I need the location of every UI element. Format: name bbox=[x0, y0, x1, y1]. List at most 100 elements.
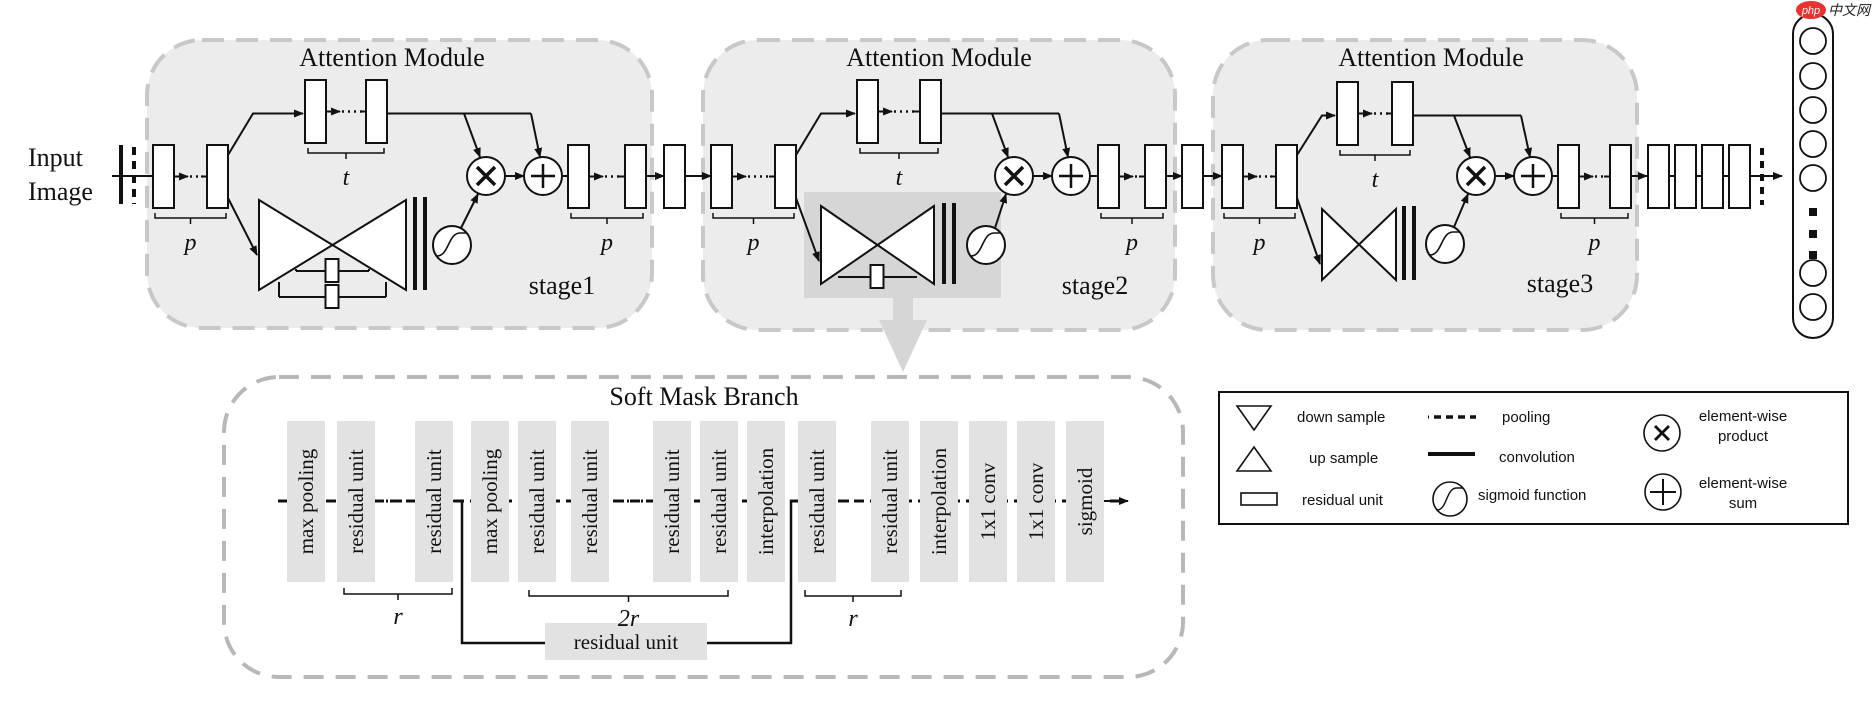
mask-hourglass bbox=[258, 198, 407, 292]
soft-mask-block-bg bbox=[798, 421, 836, 582]
soft-mask-block-label: max pooling bbox=[294, 448, 318, 554]
soft-mask-block-bg bbox=[969, 421, 1007, 582]
skip-connection-line bbox=[707, 499, 798, 645]
legend-label-up-sample: up sample bbox=[1309, 450, 1378, 467]
output-neuron bbox=[1799, 164, 1827, 192]
watermark-badge-text: php bbox=[1801, 5, 1820, 17]
soft-mask-block: 1x1 conv bbox=[969, 421, 1007, 582]
output-layer bbox=[1792, 13, 1834, 339]
residual-unit bbox=[856, 79, 879, 144]
input-image-label-line2: Image bbox=[28, 177, 93, 206]
residual-unit bbox=[774, 144, 797, 209]
residual-unit bbox=[919, 79, 942, 144]
stage-1-label: stage1 bbox=[529, 271, 595, 300]
residual-unit bbox=[1391, 81, 1414, 146]
soft-mask-block: residual unit bbox=[798, 421, 836, 582]
trunk-label-t: t bbox=[896, 165, 904, 191]
down-sample-triangle-icon bbox=[258, 198, 335, 292]
legend-label-element-wise-product-line1: element-wise bbox=[1699, 408, 1787, 425]
soft-mask-block: residual unit bbox=[571, 421, 609, 582]
post-label-p: p bbox=[1587, 230, 1601, 256]
sigmoid-curve bbox=[1429, 231, 1460, 256]
trunk-brace bbox=[1339, 150, 1411, 161]
residual-unit bbox=[1144, 144, 1167, 209]
sigmoid-to-product-arrow bbox=[460, 193, 479, 229]
sigmoid-curve bbox=[970, 232, 1001, 257]
soft-mask-block-label: 1x1 conv bbox=[976, 462, 1000, 540]
soft-mask-block-label: residual unit bbox=[525, 449, 549, 554]
soft-mask-block-bg bbox=[415, 421, 453, 582]
sigmoid-circle bbox=[432, 225, 472, 265]
element-wise-product-icon bbox=[1643, 414, 1681, 452]
trunk-branch-arrow bbox=[227, 109, 304, 156]
soft-mask-block: interpolation bbox=[920, 421, 958, 582]
residual-unit bbox=[304, 79, 327, 144]
soft-mask-block-label: residual unit bbox=[878, 449, 902, 554]
soft-mask-block-bg bbox=[1017, 421, 1055, 582]
soft-mask-branch-title: Soft Mask Branch bbox=[609, 382, 798, 411]
stage-2-label: stage2 bbox=[1062, 271, 1128, 300]
soft-mask-block-label: sigmoid bbox=[1073, 467, 1097, 535]
module-3-title: Attention Module bbox=[1338, 43, 1524, 72]
final-residual-unit bbox=[1647, 144, 1670, 209]
soft-mask-block: residual unit bbox=[700, 421, 738, 582]
product-cross bbox=[475, 165, 497, 187]
residual-unit bbox=[1609, 144, 1632, 209]
soft-mask-block: residual unit bbox=[653, 421, 691, 582]
residual-unit bbox=[710, 144, 733, 209]
element-wise-sum-icon bbox=[1644, 473, 1682, 511]
skip-connection-line bbox=[453, 499, 545, 645]
soft-mask-block: 1x1 conv bbox=[1017, 421, 1055, 582]
watermark-badge bbox=[1796, 1, 1826, 19]
trunk-branch-arrow bbox=[795, 109, 856, 156]
soft-mask-block-label: interpolation bbox=[754, 447, 778, 555]
inter-module-residual-unit bbox=[1181, 144, 1204, 209]
soft-mask-block: residual unit bbox=[337, 421, 375, 582]
legend-label-convolution: convolution bbox=[1499, 449, 1575, 466]
up-sample-triangle-icon bbox=[1235, 445, 1273, 472]
residual-unit bbox=[624, 144, 647, 209]
soft-mask-block-bg bbox=[471, 421, 509, 582]
soft-mask-block: sigmoid bbox=[1066, 421, 1104, 582]
post-label-p: p bbox=[1124, 230, 1138, 256]
sigmoid-function-icon bbox=[966, 225, 1006, 265]
residual-unit bbox=[567, 144, 590, 209]
mask-branch-arrow bbox=[227, 197, 258, 256]
legend-label-down-sample: down sample bbox=[1297, 409, 1385, 426]
up-sample-triangle-icon bbox=[875, 204, 935, 286]
product-cross bbox=[1003, 165, 1025, 187]
output-ellipsis-dot bbox=[1809, 251, 1817, 259]
element-wise-product-icon bbox=[994, 156, 1034, 196]
element-wise-product-icon bbox=[466, 156, 506, 196]
residual-unit bbox=[1557, 144, 1580, 209]
residual-unit bbox=[152, 144, 175, 209]
mask-branch-arrow bbox=[1296, 197, 1321, 265]
mask-skip-residual-unit bbox=[324, 258, 340, 283]
final-residual-unit bbox=[1701, 144, 1724, 209]
sum-plus bbox=[1059, 164, 1083, 188]
legend-label-element-wise-sum-line1: element-wise bbox=[1699, 475, 1787, 492]
legend-label-element-wise-sum-line2: sum bbox=[1729, 495, 1757, 512]
trunk-brace bbox=[859, 148, 939, 159]
residual-unit bbox=[206, 144, 229, 209]
pre-label-p: p bbox=[1252, 230, 1266, 256]
output-neuron bbox=[1799, 130, 1827, 158]
skip-residual-unit bbox=[545, 623, 707, 660]
element-wise-sum-icon bbox=[1051, 156, 1091, 196]
soft-mask-block: residual unit bbox=[871, 421, 909, 582]
residual-unit bbox=[365, 79, 388, 144]
output-neuron bbox=[1799, 259, 1827, 287]
post-label-p: p bbox=[599, 230, 613, 256]
soft-mask-block-label: max pooling bbox=[478, 448, 502, 554]
soft-mask-block-label: residual unit bbox=[344, 449, 368, 554]
soft-mask-block-label: residual unit bbox=[707, 449, 731, 554]
sigmoid-to-product-arrow bbox=[1453, 193, 1469, 228]
soft-mask-block-label: residual unit bbox=[422, 449, 446, 554]
brace-2r-label: 2r bbox=[618, 606, 640, 632]
module-2-title: Attention Module bbox=[846, 43, 1032, 72]
soft-mask-block-bg bbox=[571, 421, 609, 582]
soft-mask-block-bg bbox=[871, 421, 909, 582]
residual-unit bbox=[1336, 81, 1359, 146]
legend-label-residual-unit: residual unit bbox=[1302, 492, 1384, 509]
sigmoid-function-icon bbox=[432, 225, 472, 265]
